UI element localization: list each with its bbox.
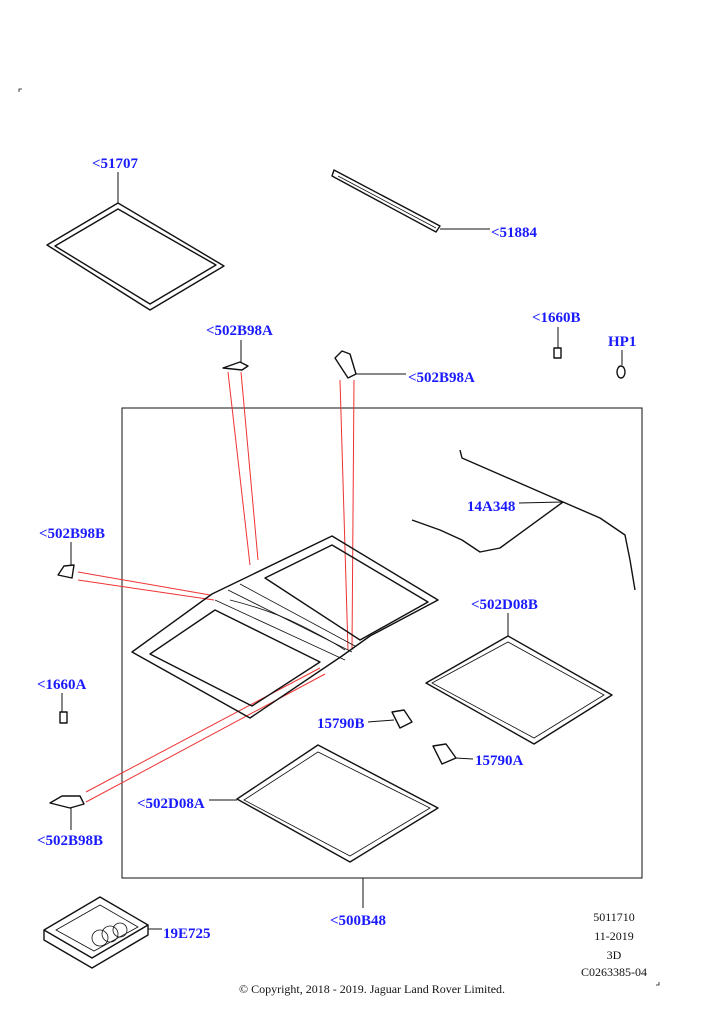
label-502D08A[interactable]: <502D08A bbox=[137, 796, 205, 812]
label-502B98A[interactable]: <502B98A bbox=[408, 370, 475, 386]
label-502B98A[interactable]: <502B98A bbox=[206, 323, 273, 339]
illustration-view: 3D bbox=[607, 948, 622, 962]
label-14A348[interactable]: 14A348 bbox=[467, 499, 515, 515]
label-502D08B[interactable]: <502D08B bbox=[471, 597, 538, 613]
label-HP1[interactable]: HP1 bbox=[608, 334, 636, 350]
illustration-code: C0263385-04 bbox=[581, 965, 647, 979]
part-502D08B-blind[interactable] bbox=[425, 613, 613, 745]
corner-mark bbox=[656, 982, 660, 986]
label-15790A[interactable]: 15790A bbox=[475, 753, 524, 769]
part-15790B-motor[interactable] bbox=[367, 709, 413, 729]
copyright: © Copyright, 2018 - 2019. Jaguar Land Ro… bbox=[239, 982, 505, 996]
projection-lines bbox=[77, 371, 355, 803]
label-502B98B[interactable]: <502B98B bbox=[37, 833, 103, 849]
part-1660B[interactable] bbox=[553, 327, 562, 359]
illustration-date: 11-2019 bbox=[594, 929, 634, 943]
part-1660A[interactable] bbox=[59, 693, 68, 724]
part-502B98B-bracket-upper[interactable] bbox=[57, 542, 75, 579]
label-15790B[interactable]: 15790B bbox=[317, 716, 365, 732]
part-51707-seal[interactable] bbox=[46, 172, 225, 311]
label-500B48[interactable]: <500B48 bbox=[330, 913, 386, 929]
part-51884-deflector[interactable] bbox=[331, 169, 490, 233]
assembly-box bbox=[121, 407, 643, 879]
part-HP1[interactable] bbox=[616, 350, 626, 379]
part-502B98B-bracket-lower[interactable] bbox=[49, 795, 85, 830]
part-14A348-harness[interactable] bbox=[411, 449, 636, 591]
corner-mark bbox=[18, 88, 22, 92]
part-502D08A-blind[interactable] bbox=[209, 744, 439, 863]
label-19E725[interactable]: 19E725 bbox=[163, 926, 211, 942]
label-502B98B[interactable]: <502B98B bbox=[39, 526, 105, 542]
part-500B48-sunroof-frame[interactable] bbox=[131, 535, 439, 719]
label-51707[interactable]: <51707 bbox=[92, 156, 139, 172]
part-19E725-repair-kit[interactable] bbox=[43, 896, 162, 969]
illustration-number: 5011710 bbox=[593, 910, 635, 924]
label-1660B[interactable]: <1660B bbox=[532, 310, 581, 326]
part-502B98A-bracket-right[interactable] bbox=[334, 350, 406, 379]
label-51884[interactable]: <51884 bbox=[491, 225, 538, 241]
part-15790A-motor[interactable] bbox=[432, 743, 474, 765]
label-1660A[interactable]: <1660A bbox=[37, 677, 87, 693]
part-502B98A-bracket-left[interactable] bbox=[222, 340, 249, 371]
